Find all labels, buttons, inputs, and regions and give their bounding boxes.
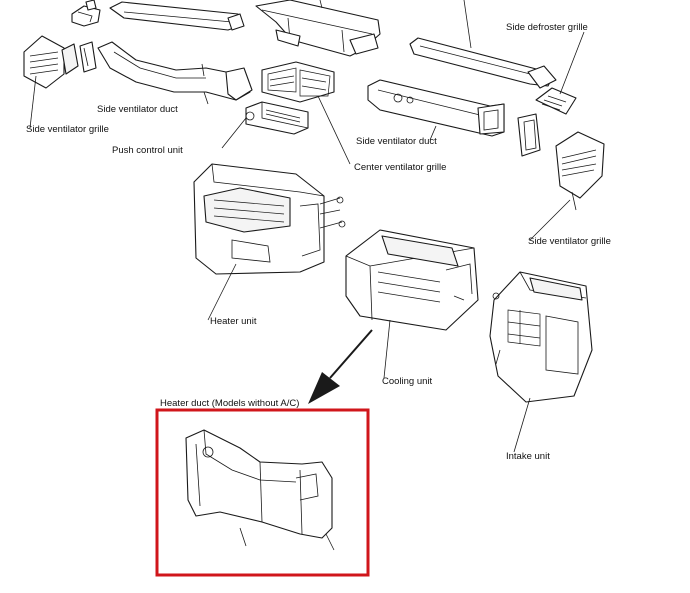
right-side-ventilator-duct [367, 79, 505, 137]
label-heater-duct: Heater duct (Models without A/C) [160, 398, 300, 409]
heater-unit [193, 163, 346, 275]
left-side-ventilator-duct [97, 41, 253, 101]
center-defroster-nozzle [255, 0, 381, 57]
side-defroster-grille [535, 87, 577, 115]
intake-unit [489, 271, 593, 403]
right-defroster-duct [409, 37, 557, 89]
label-heater-unit: Heater unit [210, 316, 257, 327]
heater-duct-part [185, 429, 335, 551]
center-ventilator-grille [261, 61, 335, 103]
cooling-unit [345, 229, 479, 331]
pointer-arrow [308, 329, 373, 404]
right-vent-bezel [517, 113, 541, 157]
top-center-duct [109, 1, 245, 31]
label-side-ventilator-grille-right: Side ventilator grille [528, 236, 611, 247]
label-side-ventilator-grille-left: Side ventilator grille [26, 124, 109, 135]
highlight-box [155, 408, 370, 577]
right-side-ventilator-grille [555, 131, 605, 211]
label-center-ventilator-grille: Center ventilator grille [354, 162, 447, 173]
left-side-ventilator-grille [23, 35, 97, 89]
label-intake-unit: Intake unit [506, 451, 550, 462]
push-control-unit [245, 101, 309, 135]
label-side-ventilator-duct-left: Side ventilator duct [97, 104, 178, 115]
label-side-ventilator-duct-right: Side ventilator duct [356, 136, 437, 147]
label-side-defroster-grille: Side defroster grille [506, 22, 588, 33]
top-left-vent-piece [71, 0, 101, 27]
label-push-control-unit: Push control unit [112, 145, 183, 156]
label-cooling-unit: Cooling unit [382, 376, 433, 387]
